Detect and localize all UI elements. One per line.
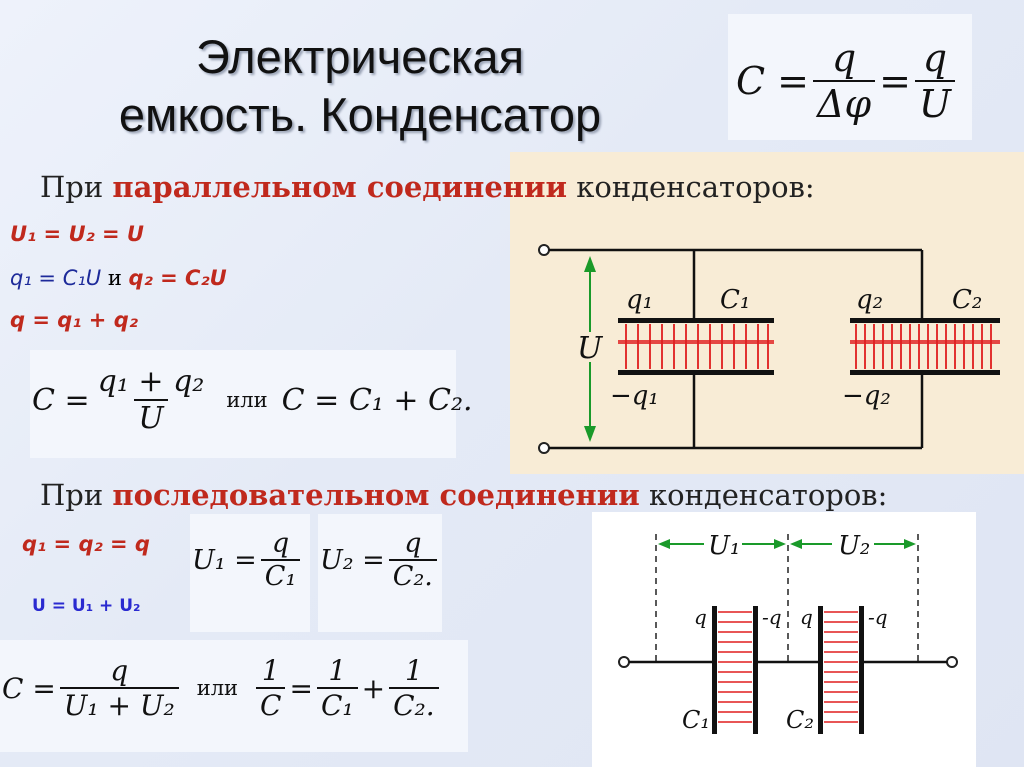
fraction-numerator: q xyxy=(831,36,857,80)
series-u1-formula: U₁ = q C₁ xyxy=(190,514,310,632)
formula-lhs: U₂ = xyxy=(320,544,385,576)
fraction-numerator: q xyxy=(110,654,129,687)
series-circuit-diagram: U₁ U₂ q -q q -q xyxy=(592,512,976,767)
fraction-numerator: q xyxy=(404,528,422,559)
or-word: или xyxy=(226,388,268,412)
fraction-1-c2: 1 C₂. xyxy=(389,654,439,722)
formula-lhs: C = xyxy=(2,671,56,705)
label-c2: C₂ xyxy=(786,706,814,734)
fraction-1-c: 1 C xyxy=(256,654,286,722)
c1-field-lines xyxy=(625,324,769,369)
label-q1: q₁ xyxy=(626,285,653,315)
terminal-bottom xyxy=(538,442,550,454)
fraction-denominator: Δφ xyxy=(813,80,876,126)
label-neg-q2: -q xyxy=(868,605,888,629)
series-voltage-eq: U = U₁ + U₂ xyxy=(32,596,141,616)
title-line-1: Электрическая xyxy=(195,30,525,83)
c2-field-lines xyxy=(824,611,858,723)
label-c1: C₁ xyxy=(720,285,750,315)
title-line-2: емкость. Конденсатор xyxy=(118,88,602,141)
fraction-q1q2-u: q₁ + q₂ U xyxy=(94,364,209,436)
label-q2: q₂ xyxy=(856,285,883,315)
heading-prefix: При xyxy=(40,170,113,204)
terminal-top xyxy=(538,244,550,256)
fraction-q-u1u2: q U₁ + U₂ xyxy=(59,654,179,722)
fraction-numerator: 1 xyxy=(261,654,280,687)
fraction-denominator: C₂. xyxy=(388,559,437,592)
parallel-capacitance-formula: C = q₁ + q₂ U или C = C₁ + C₂. xyxy=(30,350,473,458)
equals-sign: = xyxy=(879,59,911,103)
fraction-q-c2: q C₂. xyxy=(388,528,437,592)
label-neg-q1: −q₁ xyxy=(610,381,659,411)
series-heading: При последовательном соединении конденса… xyxy=(40,478,887,512)
slide-title: Электрическая емкость. Конденсатор xyxy=(70,28,650,144)
fraction-denominator: C₂. xyxy=(389,687,439,722)
fraction-q-c1: q C₁ xyxy=(260,528,301,592)
fraction-1-c1: 1 C₁ xyxy=(316,654,358,722)
fraction-denominator: C₁ xyxy=(260,559,301,592)
or-word: или xyxy=(196,676,239,700)
c1-field-lines xyxy=(718,611,752,723)
series-u2-formula: U₂ = q C₂. xyxy=(318,514,442,632)
fraction-denominator: C xyxy=(256,687,286,722)
parallel-total-charge-eq: q = q₁ + q₂ xyxy=(10,308,138,332)
fraction-denominator: U₁ + U₂ xyxy=(59,687,179,722)
voltage-label: U xyxy=(577,331,604,366)
heading-suffix: конденсаторов: xyxy=(639,478,888,512)
fraction-q-dphi: q Δφ xyxy=(813,36,876,126)
fraction-numerator: q₁ + q₂ xyxy=(97,364,205,399)
fraction-numerator: 1 xyxy=(328,654,347,687)
fraction-denominator: U xyxy=(134,399,168,436)
and-word: и xyxy=(107,266,122,290)
formula-lhs: C = xyxy=(32,382,90,418)
heading-prefix: При xyxy=(40,478,113,512)
fraction-denominator: C₁ xyxy=(316,687,358,722)
parallel-voltage-eq: U₁ = U₂ = U xyxy=(10,222,144,246)
fraction-numerator: 1 xyxy=(404,654,423,687)
label-u2: U₂ xyxy=(838,531,870,561)
label-neg-q2: −q₂ xyxy=(842,381,891,411)
terminal-right xyxy=(946,656,958,668)
parallel-heading: При параллельном соединении конденсаторо… xyxy=(40,170,815,204)
series-charge-eq: q₁ = q₂ = q xyxy=(22,532,150,556)
heading-suffix: конденсаторов: xyxy=(567,170,815,204)
c2-field-lines xyxy=(855,324,992,369)
charge-eq-1: q₁ = C₁U xyxy=(10,266,102,290)
label-q-left1: q xyxy=(694,605,707,629)
label-u1: U₁ xyxy=(708,531,740,561)
formula-lhs: U₁ = xyxy=(192,544,257,576)
capacitance-formula: C = q Δφ = q U xyxy=(728,14,972,140)
series-circuit-svg: U₁ U₂ q -q q -q xyxy=(618,531,958,734)
heading-highlight: последовательном соединении xyxy=(112,478,640,512)
label-neg-q1: -q xyxy=(762,605,782,629)
label-c1: C₁ xyxy=(682,706,710,734)
sum-formula: C = C₁ + C₂. xyxy=(281,382,473,418)
fraction-q-u: q U xyxy=(914,36,955,126)
fraction-denominator: U xyxy=(914,80,955,126)
charge-eq-2: q₂ = C₂U xyxy=(128,266,227,290)
fraction-numerator: q xyxy=(922,36,948,80)
fraction-numerator: q xyxy=(271,528,290,559)
label-q-left2: q xyxy=(800,605,813,629)
terminal-left xyxy=(618,656,630,668)
formula-lhs: C = xyxy=(736,59,809,103)
parallel-charge-eqs: q₁ = C₁U и q₂ = C₂U xyxy=(10,266,227,290)
label-c2: C₂ xyxy=(952,285,982,315)
parallel-circuit-diagram: U q₁ C₁ −q₁ q₂ xyxy=(510,152,1024,474)
heading-highlight: параллельном соединении xyxy=(112,170,568,204)
parallel-circuit-svg: U q₁ C₁ −q₁ q₂ xyxy=(538,244,1000,454)
series-capacitance-formula: C = q U₁ + U₂ или 1 C = 1 C₁ + 1 C₂. xyxy=(0,640,468,752)
